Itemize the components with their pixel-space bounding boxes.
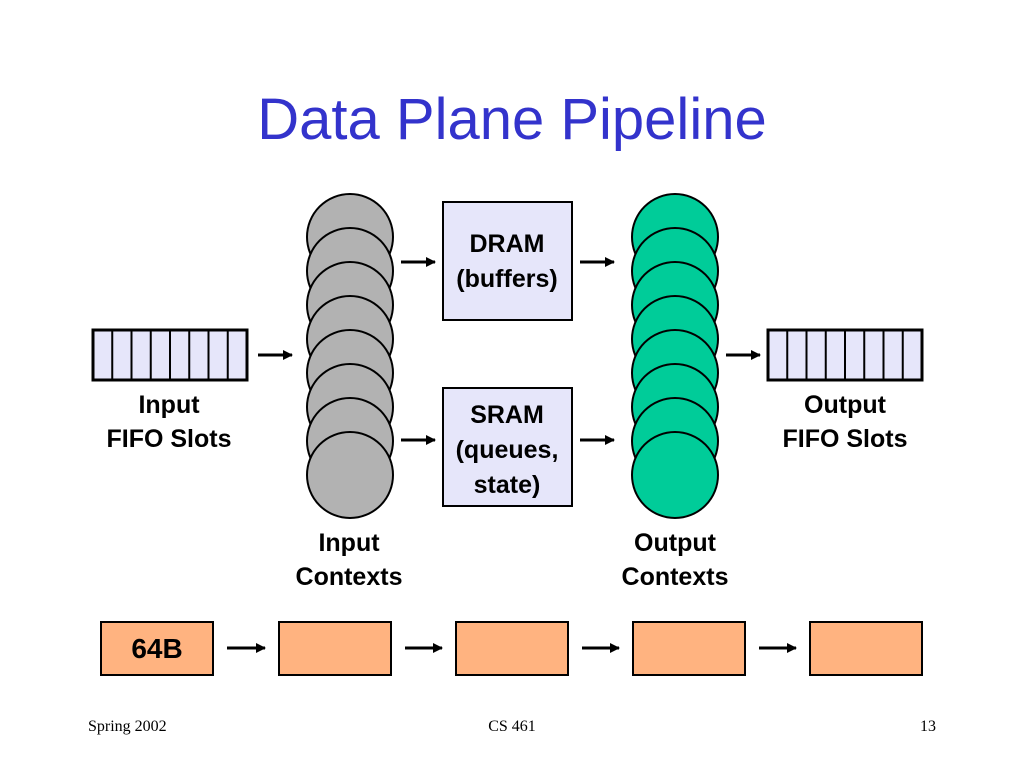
chunk-pipeline-row: 64B — [100, 621, 923, 676]
chunk-size-label: 64B — [131, 633, 182, 664]
chunk-box — [632, 621, 746, 676]
output-fifo-sublabel: FIFO Slots — [783, 425, 908, 453]
output-contexts-stack — [631, 193, 719, 519]
chunk-box — [809, 621, 923, 676]
input-contexts-label: Input — [318, 529, 380, 557]
output-contexts-label: Output — [634, 529, 717, 557]
output-fifo-queue — [766, 328, 924, 382]
dram-sublabel: (buffers) — [456, 265, 557, 293]
footer-date: Spring 2002 — [88, 718, 167, 735]
output-contexts-sublabel: Contexts — [622, 563, 729, 591]
chunk-box — [455, 621, 569, 676]
input-fifo-label: Input — [138, 391, 200, 419]
dram-label: DRAM — [470, 230, 545, 258]
input-contexts-sublabel: Contexts — [296, 563, 403, 591]
chunk-box — [278, 621, 392, 676]
dram-box — [442, 201, 573, 321]
input-contexts-stack — [306, 193, 394, 519]
sram-label: SRAM — [470, 401, 544, 429]
input-fifo-sublabel: FIFO Slots — [107, 425, 232, 453]
footer-course: CS 461 — [488, 718, 536, 735]
output-context-circle — [631, 431, 719, 519]
output-fifo-label: Output — [804, 391, 887, 419]
footer-page-number: 13 — [920, 718, 936, 735]
input-fifo-queue — [91, 328, 249, 382]
sram-sublabel-2: state) — [474, 471, 541, 499]
slide-title: Data Plane Pipeline — [257, 87, 767, 152]
sram-box — [442, 387, 573, 507]
sram-sublabel-1: (queues, — [456, 436, 559, 464]
input-context-circle — [306, 431, 394, 519]
chunk-box — [100, 621, 214, 676]
